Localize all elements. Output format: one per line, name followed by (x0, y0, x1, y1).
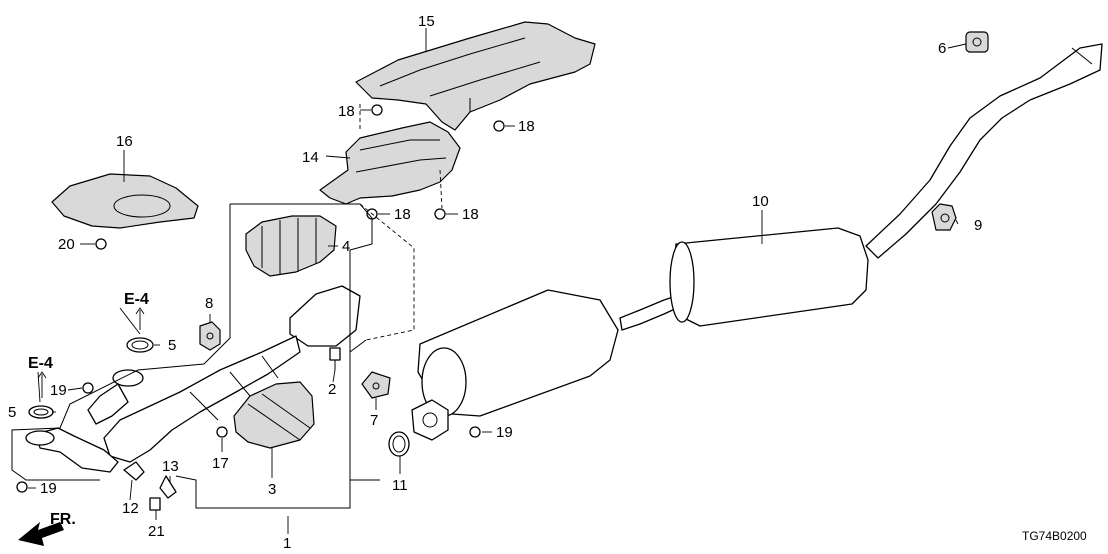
catalytic-converter-4[interactable] (245, 215, 337, 277)
callout-15: 15 (418, 13, 435, 30)
callout-5b: 5 (8, 404, 16, 421)
section-ref-arrow-upper (135, 307, 145, 330)
flange-front-muffler[interactable] (411, 399, 449, 441)
hanger-rubber-8[interactable] (199, 321, 221, 351)
group-frame-1 (11, 104, 443, 509)
callout-7: 7 (370, 412, 378, 429)
callout-1: 1 (283, 535, 291, 552)
callout-17: 17 (212, 455, 229, 472)
nut-20[interactable] (95, 238, 107, 250)
callout-18c: 18 (394, 206, 411, 223)
callouts: 15 18 18 14 16 18 18 20 4 8 5 19 5 2 7 1… (8, 13, 982, 552)
callout-5a: 5 (168, 337, 176, 354)
callout-3: 3 (268, 481, 276, 498)
section-ref-arrow-lower (37, 371, 47, 398)
callout-11: 11 (392, 477, 408, 494)
callout-18d: 18 (462, 206, 479, 223)
gasket-11[interactable] (388, 431, 410, 457)
callout-20: 20 (58, 236, 75, 253)
callout-19a: 19 (50, 382, 67, 399)
under-cover-16[interactable] (51, 173, 199, 229)
gasket-5-lower[interactable] (28, 405, 54, 419)
front-direction-label: FR. (50, 511, 76, 528)
callout-18a: 18 (338, 103, 355, 120)
nut-19-b[interactable] (16, 481, 28, 493)
callout-19c: 19 (496, 424, 513, 441)
nut-19-c[interactable] (469, 426, 481, 438)
callout-12: 12 (122, 500, 139, 517)
callout-9: 9 (974, 217, 982, 234)
sensor-12[interactable] (123, 461, 145, 481)
callout-8: 8 (205, 295, 213, 312)
front-direction-arrow-icon (18, 522, 64, 546)
nut-17[interactable] (216, 426, 228, 438)
muffler-10[interactable] (619, 227, 869, 331)
callout-6: 6 (938, 40, 946, 57)
section-ref-e4-upper[interactable]: E-4 (124, 291, 149, 308)
exhaust-pipe-assembly-1[interactable] (25, 285, 361, 473)
heat-shield-15[interactable] (355, 21, 596, 131)
hanger-rubber-6[interactable] (965, 31, 989, 53)
tail-pipe[interactable] (865, 43, 1103, 259)
bolt-21[interactable] (149, 497, 161, 511)
callout-19b: 19 (40, 480, 57, 497)
leader-lines (28, 28, 967, 534)
diagram-code: TG74B0200 (1022, 529, 1087, 543)
bolt-18-d[interactable] (434, 208, 446, 220)
gasket-5-upper[interactable] (126, 337, 154, 353)
nut-19-a[interactable] (82, 382, 94, 394)
callout-10: 10 (752, 193, 769, 210)
bolt-18-a[interactable] (371, 104, 383, 116)
callout-2: 2 (328, 381, 336, 398)
callout-16: 16 (116, 133, 133, 150)
bracket-7[interactable] (361, 371, 391, 399)
bracket-13[interactable] (159, 475, 177, 499)
silencer-front[interactable] (417, 289, 619, 417)
bolt-18-b[interactable] (493, 120, 505, 132)
section-ref-e4-lower[interactable]: E-4 (28, 355, 53, 372)
callout-13: 13 (162, 458, 179, 475)
heat-shield-3[interactable] (233, 381, 315, 449)
callout-21: 21 (148, 523, 165, 540)
heat-shield-14[interactable] (319, 121, 461, 205)
callout-18b: 18 (518, 118, 535, 135)
bolt-2[interactable] (329, 347, 341, 370)
callout-4: 4 (342, 238, 350, 255)
callout-14: 14 (302, 149, 319, 166)
hanger-rubber-9[interactable] (931, 203, 957, 231)
